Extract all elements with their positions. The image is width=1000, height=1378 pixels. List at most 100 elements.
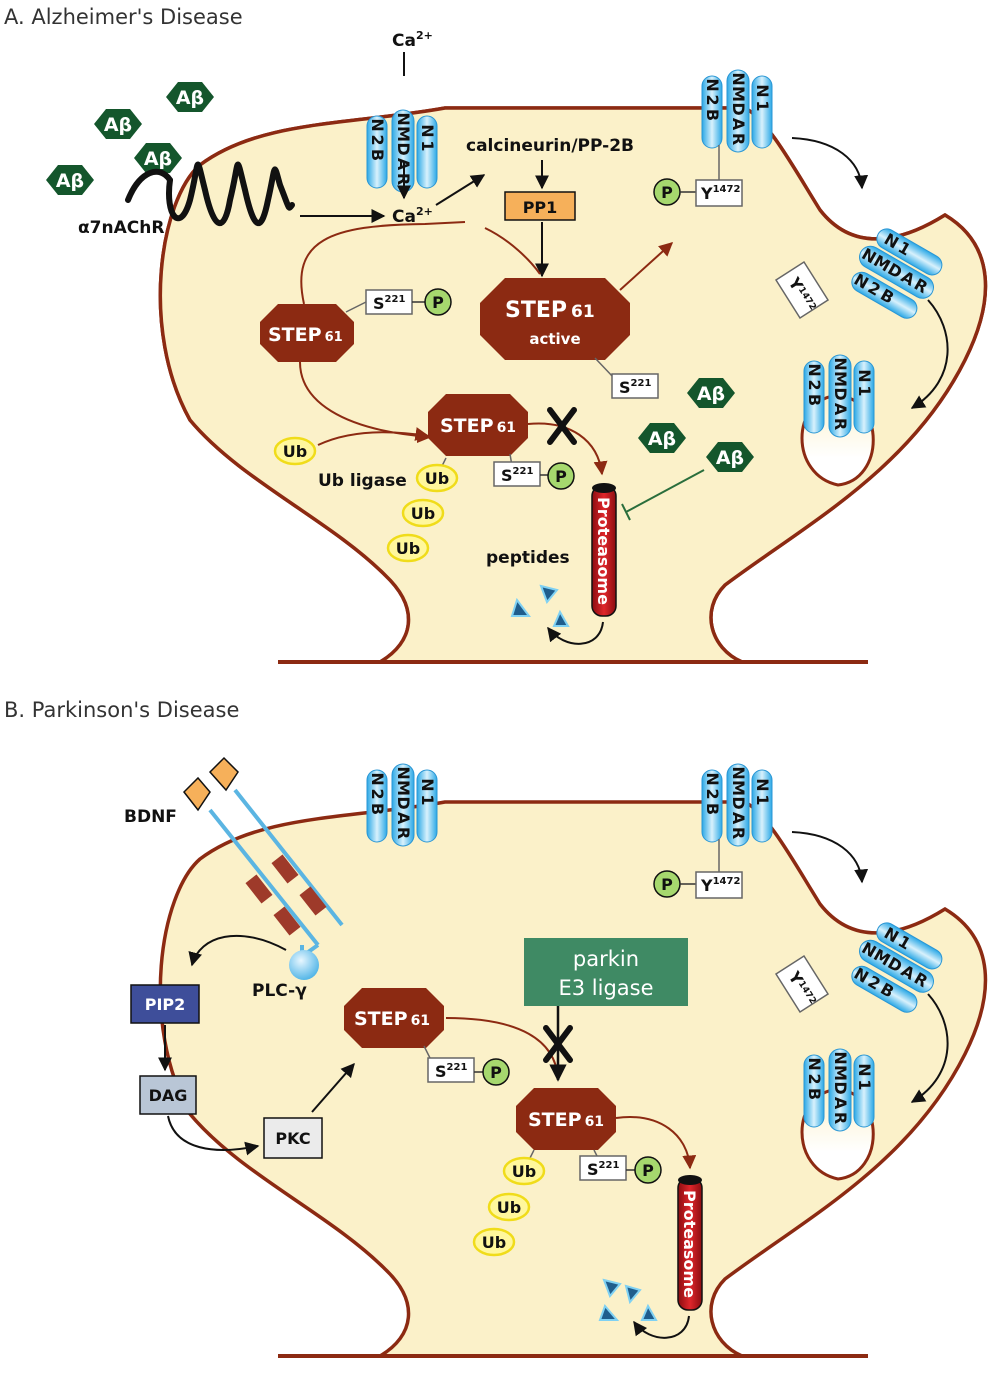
nmdar-letter: A xyxy=(729,812,748,825)
y1472-label: Y1472 xyxy=(700,876,740,895)
nmdar-letter: 1 xyxy=(855,1079,874,1090)
nmdar-letter: N xyxy=(753,84,772,97)
nmdar-letter: N xyxy=(805,363,824,376)
nmdar-letter: N xyxy=(855,1063,874,1076)
abeta-label: Aβ xyxy=(648,428,676,450)
nmdar-letter: N xyxy=(418,778,437,791)
nmdar-letter: 1 xyxy=(418,140,437,151)
phospho-inactive-a: P xyxy=(424,288,452,316)
abeta-hex-3: Aβ xyxy=(134,143,182,173)
step61-ubiquitinated-a xyxy=(428,394,528,456)
step61-active-a xyxy=(480,278,630,360)
proteasome-label-b: Proteasome xyxy=(680,1190,699,1298)
dag-box xyxy=(139,1075,197,1115)
plc-gamma-node xyxy=(289,950,319,980)
proteasome-b: Proteasome xyxy=(677,1175,703,1311)
nmdar-letter: D xyxy=(394,142,413,155)
phospho-y1472-a: P xyxy=(653,178,681,206)
nmdar-letter: A xyxy=(831,1097,850,1110)
nmdar-letter: A xyxy=(831,403,850,416)
nmdar-letter: 2 xyxy=(703,788,722,799)
trkb-receptor xyxy=(208,788,344,958)
proteasome-a: Proteasome xyxy=(591,483,617,617)
y1472-diamond-b: Y1472 xyxy=(774,954,830,1014)
phospho-label: P xyxy=(661,875,673,894)
nmdar-letter: D xyxy=(831,1081,850,1094)
ub-label: Ub xyxy=(396,539,420,558)
ub-chain-3-b: Ub xyxy=(472,1227,516,1257)
nmdar-letter: 2 xyxy=(805,1073,824,1084)
abeta-hex-2: Aβ xyxy=(94,109,142,139)
s221-box-ub-a: S221 xyxy=(493,461,541,487)
s221-box-b1: S221 xyxy=(427,1057,475,1083)
s221-label: S221 xyxy=(373,294,405,313)
s221-box-inactive: S221 xyxy=(365,289,413,315)
abeta-label: Aβ xyxy=(56,170,84,192)
nmdar-letter: B xyxy=(805,394,824,406)
nmdar-letter: N xyxy=(368,772,387,785)
nmdar-letter: B xyxy=(368,149,387,161)
pp1-box xyxy=(504,191,576,221)
phospho-label: P xyxy=(490,1063,502,1082)
ub-label: Ub xyxy=(482,1233,506,1252)
nmdar-letter: N xyxy=(703,772,722,785)
phospho-y1472-b: P xyxy=(653,870,681,898)
nmdar-letter: M xyxy=(394,126,413,142)
abeta-hex-6: Aβ xyxy=(638,423,686,453)
parkin-label-2: E3 ligase xyxy=(558,976,653,1000)
s221-label: S221 xyxy=(587,1160,619,1179)
y1472-label: Y1472 xyxy=(700,184,740,203)
abeta-label: Aβ xyxy=(716,447,744,469)
blocked-x-a xyxy=(547,407,577,445)
nmdar-letter: R xyxy=(729,133,748,145)
pkc-box xyxy=(263,1117,323,1159)
nmdar-letter: 2 xyxy=(368,788,387,799)
blocked-x-b xyxy=(543,1025,573,1063)
nmdar-letter: N xyxy=(368,118,387,131)
abeta-hex-7: Aβ xyxy=(706,442,754,472)
nmdar-letter: M xyxy=(729,86,748,102)
nmdar-letter: N xyxy=(418,124,437,137)
nmdar-letter: B xyxy=(703,803,722,815)
nmdar-letter: M xyxy=(394,780,413,796)
pip2-box xyxy=(130,984,200,1024)
ub-label: Ub xyxy=(425,469,449,488)
s221-label: S221 xyxy=(435,1062,467,1081)
nmdar-letter: M xyxy=(831,1065,850,1081)
ub-label: Ub xyxy=(411,504,435,523)
nmdar-letter: 1 xyxy=(855,385,874,396)
nmdar-letter: B xyxy=(703,109,722,121)
y1472-box-a: Y1472 xyxy=(695,179,743,207)
abeta-label: Aβ xyxy=(176,87,204,109)
nmdar-letter: D xyxy=(394,796,413,809)
nmdar-letter: M xyxy=(831,371,850,387)
nmdar-letter: N xyxy=(855,369,874,382)
s221-label: S221 xyxy=(501,466,533,485)
ub-chain-3-a: Ub xyxy=(386,533,430,563)
ub-chain-2-a: Ub xyxy=(401,498,445,528)
nmdar-letter: A xyxy=(394,812,413,825)
nmdar-letter: 2 xyxy=(805,379,824,390)
abeta-hex-4: Aβ xyxy=(46,165,94,195)
nmdar-letter: N xyxy=(831,357,850,370)
nmdar-letter: B xyxy=(368,803,387,815)
nmdar-letter: D xyxy=(729,102,748,115)
nmdar-letter: A xyxy=(729,118,748,131)
nmdar-letter: N xyxy=(394,112,413,125)
phospho-label: P xyxy=(642,1161,654,1180)
step61-active-state: active xyxy=(529,330,580,348)
phospho-label: P xyxy=(555,467,567,486)
nmdar-letter: N xyxy=(729,766,748,779)
bdnf-label: BDNF xyxy=(124,807,177,827)
y1472-diamond-a: Y1472 xyxy=(774,260,830,320)
nmdar-letter: 2 xyxy=(703,94,722,105)
pip2-label: PIP2 xyxy=(145,995,186,1014)
ca-label-mid-a: Ca2+ xyxy=(392,205,433,227)
